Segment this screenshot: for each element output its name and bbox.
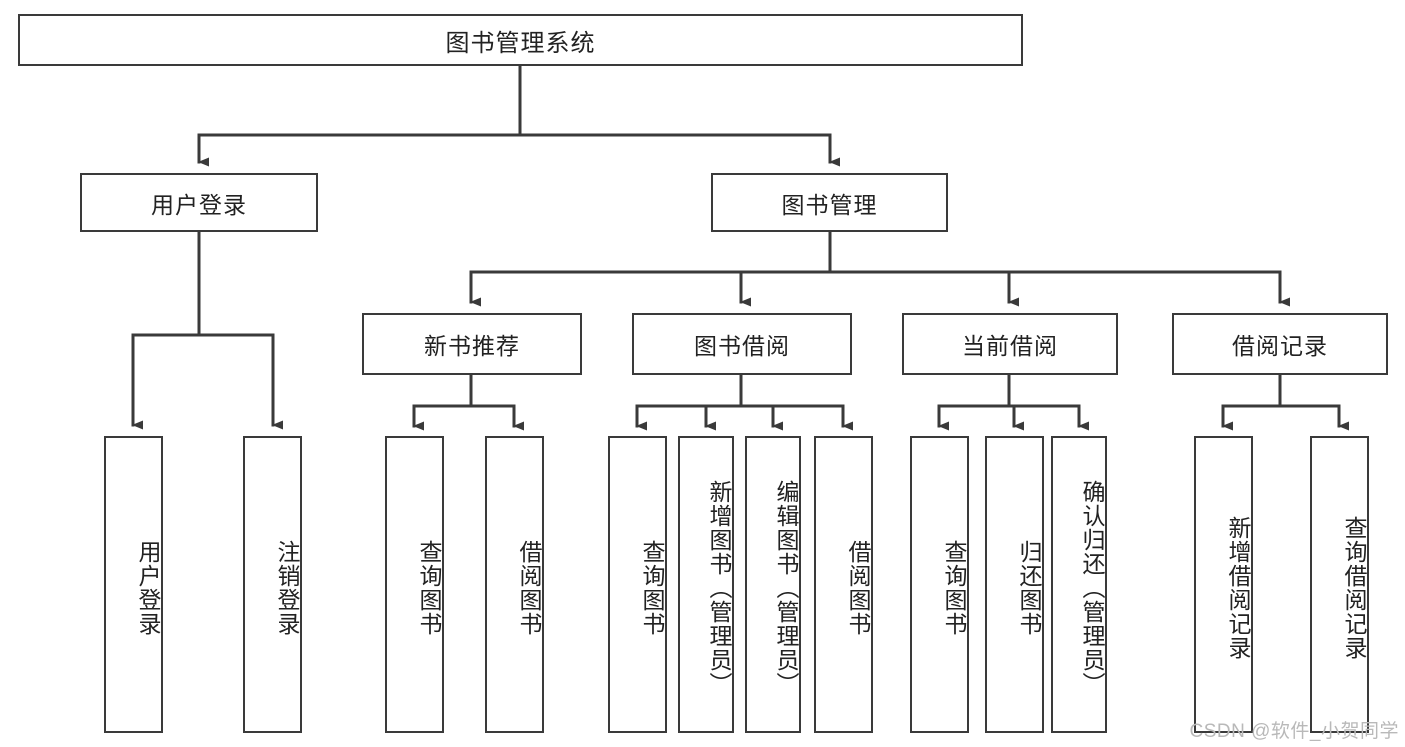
node-leaf-add-book-admin[interactable]: 新增图书（管理员） [678, 436, 734, 733]
node-leaf-user-login[interactable]: 用户登录 [104, 436, 163, 733]
csdn-watermark: CSDN @软件_小贺同学 [1189, 721, 1399, 742]
node-leaf-borrow-book-borrow[interactable]: 借阅图书 [814, 436, 873, 733]
node-label: 新书推荐 [424, 333, 520, 359]
node-label: 图书管理系统 [445, 29, 596, 57]
node-label: 查询图书 [416, 539, 442, 636]
node-leaf-edit-book-admin[interactable]: 编辑图书（管理员） [745, 436, 801, 733]
node-label: 借阅记录 [1232, 333, 1328, 359]
node-book-management-system[interactable]: 图书管理系统 [18, 14, 1023, 66]
node-label: 新增图书（管理员） [706, 479, 732, 696]
node-label: 当前借阅 [962, 333, 1058, 359]
node-label: 注销登录 [274, 539, 300, 636]
node-label: 查询图书 [639, 539, 665, 636]
node-label: 借阅图书 [845, 539, 871, 636]
node-label: 图书管理 [781, 191, 878, 218]
node-leaf-query-book-recommend[interactable]: 查询图书 [385, 436, 444, 733]
node-book-borrow[interactable]: 图书借阅 [632, 313, 852, 375]
node-label: 新增借阅记录 [1225, 515, 1251, 660]
node-leaf-query-borrow-record[interactable]: 查询借阅记录 [1310, 436, 1369, 733]
node-book-manage[interactable]: 图书管理 [711, 173, 948, 232]
node-leaf-confirm-return-admin[interactable]: 确认归还（管理员） [1051, 436, 1107, 733]
node-new-book-recommend[interactable]: 新书推荐 [362, 313, 582, 375]
node-borrow-record[interactable]: 借阅记录 [1172, 313, 1388, 375]
node-label: 归还图书 [1016, 539, 1042, 636]
node-leaf-query-book-borrow[interactable]: 查询图书 [608, 436, 667, 733]
node-label: 查询图书 [941, 539, 967, 636]
node-label: 查询借阅记录 [1341, 515, 1367, 660]
node-leaf-add-borrow-record[interactable]: 新增借阅记录 [1194, 436, 1253, 733]
node-leaf-query-book-current[interactable]: 查询图书 [910, 436, 969, 733]
node-label: 借阅图书 [516, 539, 542, 636]
node-leaf-logout[interactable]: 注销登录 [243, 436, 302, 733]
node-current-borrow[interactable]: 当前借阅 [902, 313, 1118, 375]
node-label: 用户登录 [135, 539, 161, 636]
node-label: 图书借阅 [694, 333, 790, 359]
node-leaf-borrow-book-recommend[interactable]: 借阅图书 [485, 436, 544, 733]
node-user-login[interactable]: 用户登录 [80, 173, 318, 232]
node-label: 编辑图书（管理员） [773, 479, 799, 696]
node-leaf-return-book[interactable]: 归还图书 [985, 436, 1044, 733]
node-label: 用户登录 [151, 191, 247, 218]
node-label: 确认归还（管理员） [1079, 479, 1105, 696]
